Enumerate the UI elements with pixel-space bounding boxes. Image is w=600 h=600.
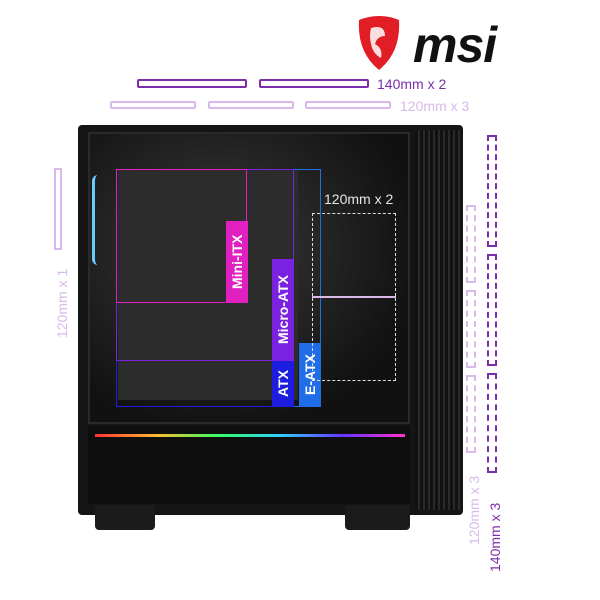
front-fan-120-label: 120mm x 3	[466, 475, 482, 545]
top-fan-120-1	[110, 101, 196, 109]
msi-logo: msi	[355, 14, 535, 74]
case-foot-left	[95, 505, 155, 530]
front-fan-140-3	[487, 373, 497, 473]
front-fan-120-3	[466, 375, 476, 453]
case-foot-right	[345, 505, 410, 530]
top-fan-120-2	[208, 101, 294, 109]
rear-fan-label: 120mm x 1	[54, 268, 70, 338]
top-fan-140-2	[259, 79, 369, 88]
front-fan-120-1	[466, 205, 476, 283]
front-fan-140-label: 140mm x 3	[487, 502, 503, 572]
top-fan-140-1	[137, 79, 247, 88]
rear-fan-bar	[54, 168, 62, 250]
front-fan-120-2	[466, 290, 476, 368]
psu-shroud	[88, 426, 410, 504]
top-fan-140-label: 140mm x 2	[377, 76, 447, 92]
interior-fan-divider	[312, 296, 396, 298]
rgb-strip	[95, 434, 405, 437]
motherboard-tray	[118, 170, 298, 400]
interior-fan-label: 120mm x 2	[324, 191, 394, 207]
dragon-shield-icon	[358, 16, 400, 70]
front-fan-140-2	[487, 254, 497, 366]
microatx-label: Micro-ATX	[272, 259, 294, 361]
top-fan-120-label: 120mm x 3	[400, 98, 470, 114]
front-fan-140-1	[487, 135, 497, 247]
rear-fan	[92, 175, 104, 265]
top-fan-120-3	[305, 101, 391, 109]
miniitx-label: Mini-ITX	[226, 221, 248, 303]
atx-label: ATX	[272, 361, 294, 407]
msi-wordmark: msi	[413, 17, 497, 73]
front-vent-panel	[415, 130, 460, 510]
